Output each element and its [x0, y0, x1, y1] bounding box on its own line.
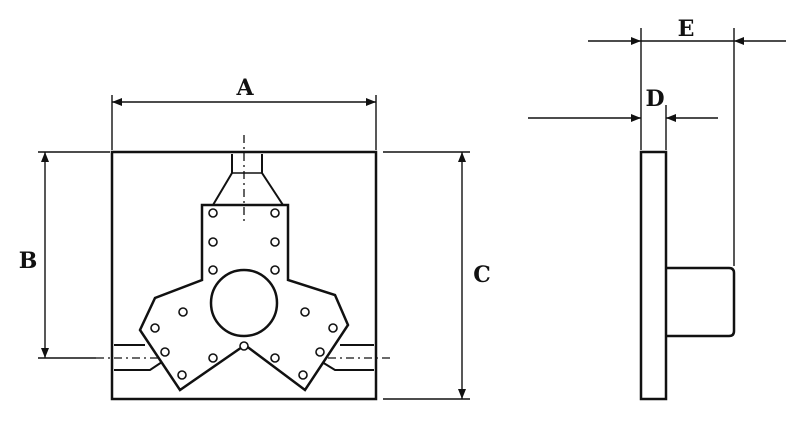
bolt-hole	[208, 353, 218, 363]
label-c: C	[473, 262, 491, 288]
bolt-hole	[270, 237, 280, 247]
bolt-hole	[160, 347, 170, 357]
bolt-hole	[300, 307, 310, 317]
base-plate-outline	[110, 150, 378, 401]
bolt-hole	[328, 323, 338, 333]
label-d: D	[645, 86, 664, 112]
side-boss	[666, 266, 736, 338]
center-hole	[209, 268, 279, 338]
bolt-holes	[150, 208, 338, 380]
bolt-hole	[315, 347, 325, 357]
bolt-hole	[150, 323, 160, 333]
bolt-hole	[208, 208, 218, 218]
arm-right	[321, 344, 374, 371]
bolt-hole	[270, 208, 280, 218]
label-a: A	[235, 75, 254, 101]
bolt-hole	[270, 353, 280, 363]
label-b: B	[19, 248, 38, 274]
front-view	[96, 135, 394, 401]
side-view	[639, 150, 736, 401]
top-neck	[212, 154, 284, 206]
bolt-hole	[177, 370, 187, 380]
bolt-hole	[270, 265, 280, 275]
arm-left	[114, 344, 166, 371]
label-e: E	[678, 16, 695, 42]
bolt-hole	[298, 370, 308, 380]
side-dimensions	[528, 28, 786, 266]
bolt-hole	[208, 265, 218, 275]
front-dimensions	[38, 95, 470, 400]
bolt-hole	[239, 341, 249, 351]
side-plate	[639, 150, 668, 401]
bolt-hole	[178, 307, 188, 317]
bolt-hole	[208, 237, 218, 247]
